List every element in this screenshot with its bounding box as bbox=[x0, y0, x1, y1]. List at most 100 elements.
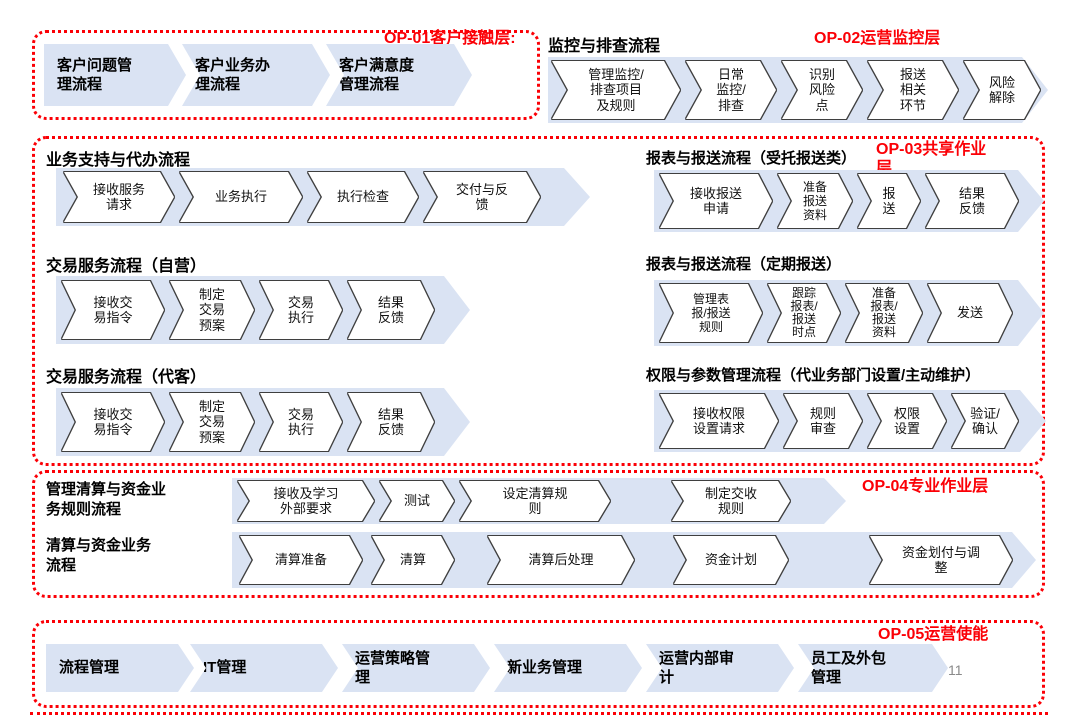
step-label: 执行检查 bbox=[336, 189, 389, 205]
step-label: 运营策略管理 bbox=[355, 649, 431, 686]
op03-right-2-step-0: 接收权限设置请求 bbox=[660, 394, 778, 448]
step-label: 接收报送申请 bbox=[689, 185, 742, 216]
op03-left-1-step-0: 接收交易指令 bbox=[62, 281, 164, 339]
step-label: 日常监控/排查 bbox=[716, 67, 746, 113]
step-label: 风险解除 bbox=[988, 74, 1015, 105]
step-label: 制定交易预案 bbox=[198, 399, 225, 445]
op03-left-2-step-1: 制定交易预案 bbox=[170, 393, 254, 451]
op05-step-1: IT管理 bbox=[190, 644, 338, 692]
op04-row-1-step-4: 资金划付与调整 bbox=[870, 536, 1012, 584]
op03-right-2-step-1: 规则审查 bbox=[784, 394, 862, 448]
op04-label: OP-04专业作业层 bbox=[862, 478, 989, 495]
op05-step-2: 运营策略管理 bbox=[342, 644, 490, 692]
step-label: 接收服务请求 bbox=[92, 181, 145, 212]
op05-step-0: 流程管理 bbox=[46, 644, 194, 692]
step-label: 资金划付与调整 bbox=[901, 544, 980, 575]
op03-right-1-step-1: 跟踪报表/报送时点 bbox=[768, 284, 840, 342]
page-number: 11 bbox=[948, 662, 963, 678]
step-label: 运营内部审计 bbox=[659, 649, 735, 686]
op03-left-0-title: 业务支持与代办流程 bbox=[46, 152, 191, 169]
op03-right-0-step-2: 报送 bbox=[858, 174, 920, 228]
step-label: 接收权限设置请求 bbox=[692, 405, 745, 436]
step-label: 权限设置 bbox=[893, 405, 920, 436]
step-label: 清算 bbox=[399, 552, 426, 568]
step-label: 结果反馈 bbox=[958, 185, 985, 216]
op04-section-border bbox=[32, 470, 1045, 598]
op03-left-1-step-1: 制定交易预案 bbox=[170, 281, 254, 339]
op02-step-1: 日常监控/排查 bbox=[686, 61, 776, 119]
step-label: 交易执行 bbox=[287, 406, 314, 437]
op04-row-0-step-0: 接收及学习外部要求 bbox=[238, 481, 374, 521]
op03-right-2-step-2: 权限设置 bbox=[868, 394, 946, 448]
step-label: 识别风险点 bbox=[808, 67, 835, 113]
op05-step-5: 员工及外包管理 bbox=[798, 644, 948, 692]
op03-right-2-step-3: 验证/确认 bbox=[952, 394, 1018, 448]
op03-right-1-title: 报表与报送流程（定期报送） bbox=[646, 256, 842, 273]
step-label: 报送 bbox=[882, 185, 896, 216]
op03-left-2-step-3: 结果反馈 bbox=[348, 393, 434, 451]
op04-row-0-step-2: 设定清算规则 bbox=[460, 481, 610, 521]
step-label: 测试 bbox=[403, 493, 430, 509]
step-label: 新业务管理 bbox=[507, 659, 583, 677]
op03-right-0-step-0: 接收报送申请 bbox=[660, 174, 772, 228]
op01-section-border bbox=[32, 30, 540, 120]
op04-row-1-step-2: 清算后处理 bbox=[488, 536, 634, 584]
op04-row-1-title: 清算与资金业务流程 bbox=[46, 537, 152, 574]
op04-row-0-step-1: 测试 bbox=[380, 481, 454, 521]
op03-right-2-title: 权限与参数管理流程（代业务部门设置/主动维护） bbox=[646, 367, 981, 384]
step-label: 准备报送资料 bbox=[802, 179, 827, 223]
op03-left-1-title: 交易服务流程（自营） bbox=[46, 258, 207, 275]
op05-label: OP-05运营使能 bbox=[878, 626, 989, 643]
op04-row-1-step-1: 清算 bbox=[372, 536, 454, 584]
op01-step-2: 客户满意度管理流程 bbox=[326, 44, 472, 106]
step-label: 设定清算规则 bbox=[502, 485, 568, 516]
step-label: 准备报表/报送资料 bbox=[870, 285, 898, 340]
op05-step-3: 新业务管理 bbox=[494, 644, 642, 692]
op02-step-3: 报送相关环节 bbox=[868, 61, 958, 119]
op03-right-1-step-2: 准备报表/报送资料 bbox=[846, 284, 922, 342]
op05-step-4: 运营内部审计 bbox=[646, 644, 794, 692]
op04-row-0-title: 管理清算与资金业务规则流程 bbox=[46, 481, 167, 518]
step-label: 管理监控/排查项目及规则 bbox=[588, 67, 644, 113]
step-label: 报送相关环节 bbox=[899, 67, 926, 113]
step-label: 接收及学习外部要求 bbox=[273, 485, 339, 516]
op02-step-2: 识别风险点 bbox=[782, 61, 862, 119]
step-label: 验证/确认 bbox=[970, 405, 1000, 436]
op03-right-0-step-1: 准备报送资料 bbox=[778, 174, 852, 228]
step-label: 接收交易指令 bbox=[93, 406, 133, 437]
step-label: 交付与反馈 bbox=[455, 181, 508, 212]
step-label: 结果反馈 bbox=[377, 294, 404, 325]
step-label: 清算后处理 bbox=[528, 552, 594, 568]
op03-right-1-step-0: 管理表报/报送规则 bbox=[660, 284, 762, 342]
op02-label: OP-02运营监控层 bbox=[814, 30, 941, 47]
op05-section-border bbox=[32, 620, 1045, 708]
op02-heading: 监控与排查流程 bbox=[548, 38, 661, 55]
op03-right-0-title: 报表与报送流程（受托报送类） bbox=[646, 150, 857, 167]
op03-left-0-step-0: 接收服务请求 bbox=[64, 172, 174, 222]
op01-label: OP-01客户接触层: bbox=[384, 30, 516, 47]
op03-left-0-step-2: 执行检查 bbox=[308, 172, 418, 222]
step-label: 交易执行 bbox=[287, 294, 314, 325]
step-label: 发送 bbox=[956, 305, 983, 321]
op04-row-1-step-0: 清算准备 bbox=[240, 536, 362, 584]
op01-step-label: 客户满意度管理流程 bbox=[339, 56, 415, 93]
step-label: 员工及外包管理 bbox=[811, 649, 887, 686]
op03-right-1-step-3: 发送 bbox=[928, 284, 1012, 342]
step-label: 接收交易指令 bbox=[93, 294, 133, 325]
op03-left-1-step-3: 结果反馈 bbox=[348, 281, 434, 339]
op04-row-1-step-3: 资金计划 bbox=[674, 536, 788, 584]
op03-left-2-step-0: 接收交易指令 bbox=[62, 393, 164, 451]
op03-left-1-step-2: 交易执行 bbox=[260, 281, 342, 339]
step-label: 管理表报/报送规则 bbox=[691, 291, 731, 335]
op01-step-label: 客户业务办理流程 bbox=[195, 56, 271, 93]
op03-left-0-step-3: 交付与反馈 bbox=[424, 172, 540, 222]
step-label: 结果反馈 bbox=[377, 406, 404, 437]
op02-step-0: 管理监控/排查项目及规则 bbox=[552, 61, 680, 119]
step-label: 流程管理 bbox=[59, 659, 120, 677]
step-label: IT管理 bbox=[203, 659, 247, 677]
op03-section-border bbox=[32, 136, 1045, 466]
op02-step-4: 风险解除 bbox=[964, 61, 1040, 119]
op01-step-1: 客户业务办理流程 bbox=[182, 44, 330, 106]
step-label: 制定交收规则 bbox=[704, 485, 757, 516]
